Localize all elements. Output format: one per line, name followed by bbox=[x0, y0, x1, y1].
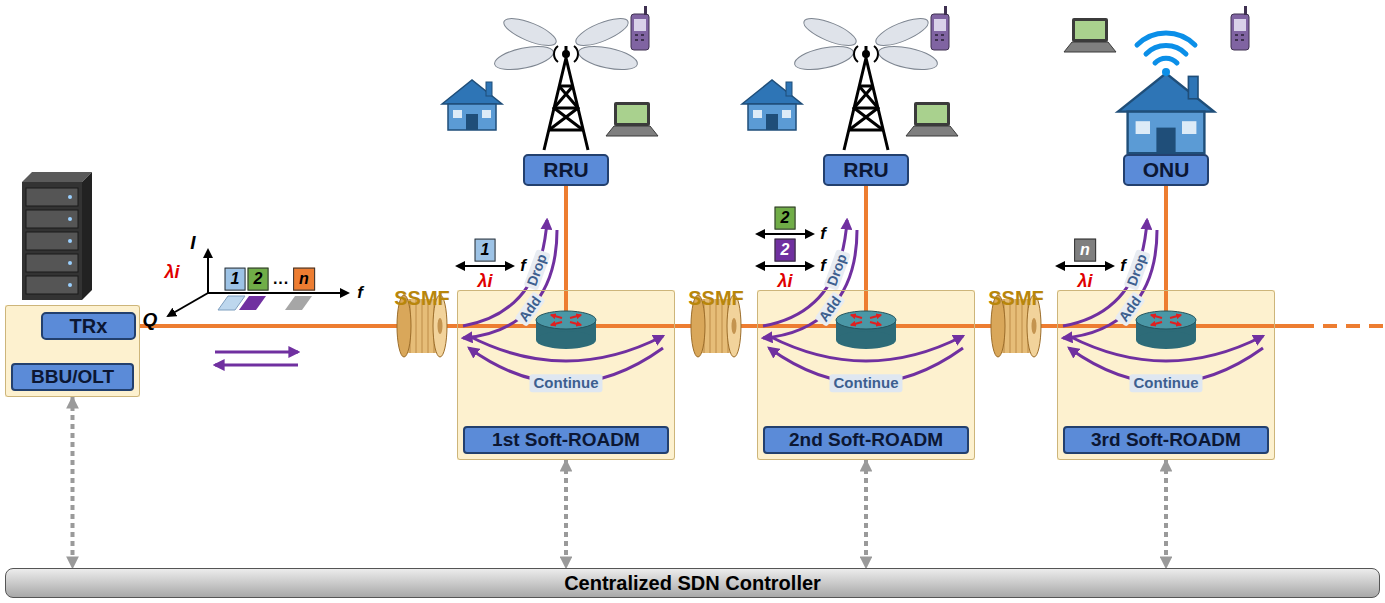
rru-box: RRU bbox=[523, 154, 609, 186]
wavelength-label: λi bbox=[1077, 272, 1092, 291]
channel-number: n bbox=[1074, 239, 1096, 262]
channel-number: 1 bbox=[475, 239, 496, 262]
node-label: ONU bbox=[1143, 158, 1190, 181]
control-link bbox=[71, 397, 75, 568]
channel-number: 1 bbox=[225, 268, 246, 291]
channel-number: 2 bbox=[775, 239, 796, 262]
channel-number: 2 bbox=[775, 207, 796, 230]
node-label: 1st Soft-ROADM bbox=[492, 430, 640, 451]
node-label: TRx bbox=[70, 315, 108, 337]
wavelength-label: λi bbox=[477, 272, 492, 291]
rru-box: RRU bbox=[823, 154, 909, 186]
phone-icon bbox=[931, 6, 949, 50]
house-icon bbox=[1118, 73, 1214, 153]
node-label: 2nd Soft-ROADM bbox=[789, 430, 943, 451]
optical-fiber bbox=[564, 186, 568, 290]
spectrum-axes bbox=[168, 250, 348, 316]
roadm-internals bbox=[1057, 220, 1275, 460]
fiber-label: SSMF bbox=[988, 288, 1044, 309]
node-label-band: 2nd Soft-ROADM bbox=[763, 426, 969, 454]
control-link bbox=[864, 460, 868, 568]
fiber-label: SSMF bbox=[688, 288, 744, 309]
control-link bbox=[1164, 460, 1168, 568]
node-label: RRU bbox=[543, 158, 589, 181]
olt-ground bbox=[5, 305, 140, 397]
control-link bbox=[564, 460, 568, 568]
optical-fiber bbox=[864, 186, 868, 290]
wifi-symbol bbox=[1137, 33, 1195, 76]
laptop-icon bbox=[1064, 18, 1116, 52]
transceiver-box: TRx bbox=[41, 312, 136, 340]
operation-label: Continue bbox=[1130, 374, 1203, 392]
node-label-band: BBU/OLT bbox=[11, 363, 134, 391]
laptop-icon bbox=[606, 102, 658, 136]
axis-label: I bbox=[190, 233, 195, 253]
channel-number: 2 bbox=[248, 268, 269, 291]
server-icon bbox=[22, 172, 92, 300]
node-label-band: 1st Soft-ROADM bbox=[463, 426, 669, 454]
bidirectional-arrows bbox=[215, 352, 298, 365]
channel-number: n bbox=[293, 268, 315, 291]
roadm-internals bbox=[457, 220, 675, 460]
olt-box: BBU/OLT TRx bbox=[5, 305, 140, 397]
node-label: 3rd Soft-ROADM bbox=[1091, 430, 1241, 451]
frequency-label: f bbox=[820, 225, 826, 243]
phone-icon bbox=[1231, 6, 1249, 50]
ellipsis: ··· bbox=[273, 275, 289, 292]
axis-label: Q bbox=[143, 310, 158, 330]
frequency-label: f bbox=[357, 284, 363, 302]
house-icon bbox=[442, 80, 502, 130]
phone-icon bbox=[631, 6, 649, 50]
node-label: BBU/OLT bbox=[31, 367, 114, 388]
house-icon bbox=[742, 80, 802, 130]
laptop-icon bbox=[906, 102, 958, 136]
controller-bar: Centralized SDN Controller bbox=[5, 568, 1380, 598]
node-label: Centralized SDN Controller bbox=[564, 572, 821, 594]
optical-fiber bbox=[1164, 186, 1168, 290]
node-label: RRU bbox=[843, 158, 889, 181]
frequency-label: f bbox=[1120, 257, 1126, 275]
frequency-label: f bbox=[520, 257, 526, 275]
fiber bbox=[1275, 324, 1300, 328]
operation-label: Continue bbox=[530, 374, 603, 392]
fiber-continuation bbox=[1300, 324, 1385, 328]
operation-label: Continue bbox=[830, 374, 903, 392]
frequency-label: f bbox=[820, 257, 826, 275]
roadm-internals bbox=[757, 220, 975, 460]
onu-box: ONU bbox=[1123, 154, 1209, 186]
wavelength-label: λi bbox=[164, 263, 179, 282]
fiber-label: SSMF bbox=[394, 288, 450, 309]
node-label-band: 3rd Soft-ROADM bbox=[1063, 426, 1269, 454]
wavelength-label: λi bbox=[777, 272, 792, 291]
